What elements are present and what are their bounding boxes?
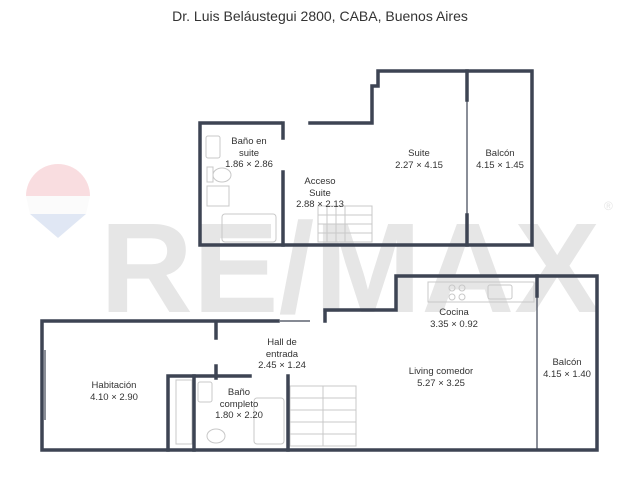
lower-bathtub-icon bbox=[253, 397, 285, 445]
lower-outer-wall bbox=[40, 274, 599, 452]
watermark-text: RE/MAX bbox=[100, 197, 600, 340]
registered-mark: ® bbox=[604, 199, 613, 213]
toilet-icon bbox=[206, 166, 214, 183]
stairs-icon bbox=[317, 205, 373, 243]
lower-stairs-icon bbox=[289, 385, 357, 447]
balloon-logo-icon bbox=[26, 164, 90, 238]
upper-outer-wall bbox=[198, 69, 534, 247]
sink-icon bbox=[205, 135, 221, 159]
toilet-bowl-icon bbox=[212, 167, 232, 183]
lower-toilet-icon bbox=[206, 428, 226, 444]
wall-bath-lower bbox=[166, 374, 252, 452]
closet-icon bbox=[175, 379, 193, 445]
lower-sink-icon bbox=[197, 381, 213, 403]
shower-icon bbox=[206, 185, 230, 207]
kitchen-counter-icon bbox=[427, 281, 535, 303]
page-title: Dr. Luis Beláustegui 2800, CABA, Buenos … bbox=[172, 8, 468, 24]
remax-watermark: RE/MAX ® bbox=[26, 164, 613, 340]
bathtub-icon bbox=[221, 213, 277, 243]
